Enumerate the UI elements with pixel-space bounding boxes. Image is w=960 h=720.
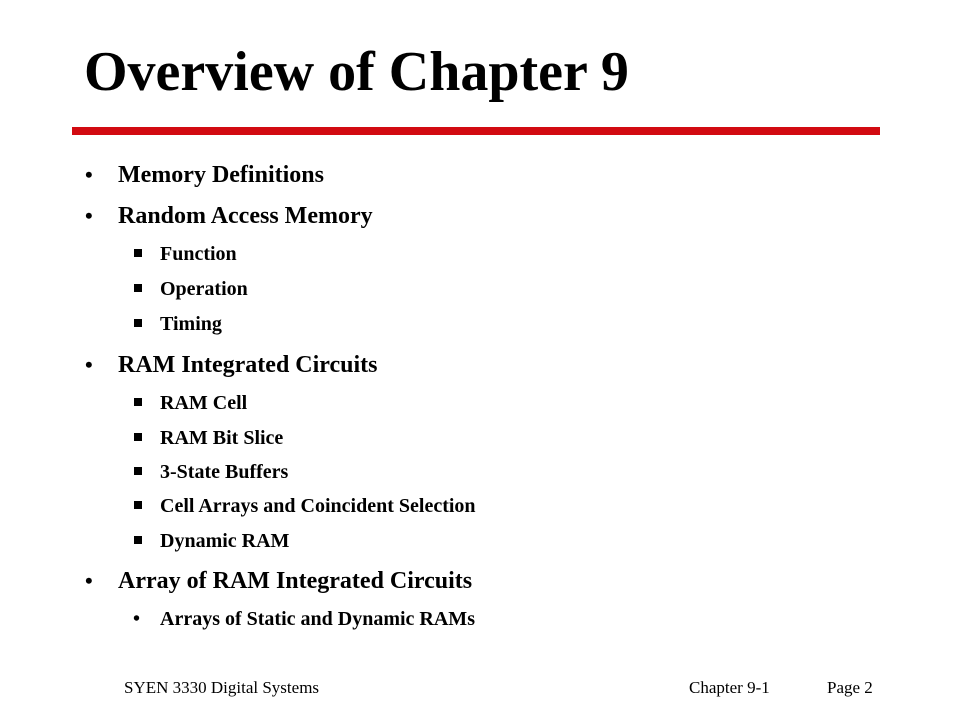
square-bullet-icon — [134, 398, 142, 406]
sub-bullet-text: RAM Bit Slice — [160, 427, 284, 449]
bullet-dot-icon: • — [85, 203, 93, 228]
sub-bullet-text: Operation — [160, 278, 248, 300]
footer-course: SYEN 3330 Digital Systems — [124, 678, 320, 697]
square-bullet-icon — [134, 467, 142, 475]
bullet-text: Random Access Memory — [118, 203, 373, 229]
sub-bullet-text: Timing — [160, 313, 222, 335]
sub-bullet-text: Dynamic RAM — [160, 530, 290, 552]
sub-bullet-text: Arrays of Static and Dynamic RAMs — [160, 608, 475, 630]
bullet-dot-icon: • — [85, 352, 93, 377]
sub-bullet-text: Cell Arrays and Coincident Selection — [160, 495, 476, 517]
bullet-text: Array of RAM Integrated Circuits — [118, 568, 473, 594]
square-bullet-icon — [134, 501, 142, 509]
square-bullet-icon — [134, 319, 142, 327]
title-underline — [72, 127, 880, 135]
footer-chapter: Chapter 9-1 — [689, 678, 770, 697]
sub-bullet-text: Function — [160, 243, 237, 265]
bullet-dot-icon: • — [85, 568, 93, 593]
square-bullet-icon — [134, 284, 142, 292]
sub-bullet-text: 3-State Buffers — [160, 461, 289, 483]
square-bullet-icon — [134, 536, 142, 544]
bullet-text: Memory Definitions — [118, 162, 324, 188]
footer-page-number: Page 2 — [827, 678, 873, 697]
slide-title: Overview of Chapter 9 — [84, 41, 629, 103]
square-bullet-icon — [134, 433, 142, 441]
bullet-dot-icon: • — [133, 608, 141, 630]
square-bullet-icon — [134, 249, 142, 257]
sub-bullet-text: RAM Cell — [160, 392, 248, 414]
bullet-text: RAM Integrated Circuits — [118, 352, 378, 378]
bullet-dot-icon: • — [85, 162, 93, 187]
